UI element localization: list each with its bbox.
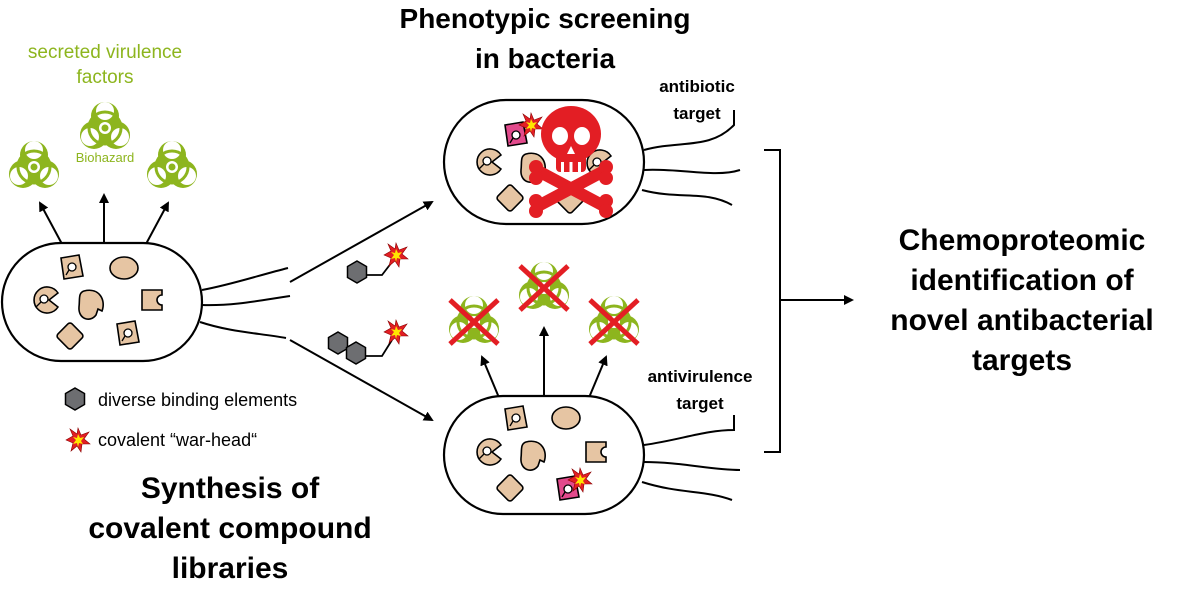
chemoproteomic-line2: identification of — [910, 264, 1134, 297]
secretion-arrow — [480, 355, 501, 401]
chemoproteomic-line3: novel antibacterial — [890, 304, 1153, 337]
legend-warhead-label: covalent “war-head“ — [98, 430, 257, 450]
screening-arrow-down — [289, 339, 434, 421]
antibiotic-target-line1: antibiotic — [659, 77, 735, 96]
screening-title-line1: Phenotypic screening — [400, 3, 691, 34]
antivirulence-target-line2: target — [676, 394, 724, 413]
chemoproteomic-line1: Chemoproteomic — [899, 224, 1146, 257]
compound-single — [346, 242, 409, 284]
virulence-label-line1: secreted virulence — [28, 42, 182, 63]
synthesis-title-line1: Synthesis of — [141, 472, 320, 505]
bracket — [764, 149, 781, 453]
biohazard-icon — [7, 139, 61, 190]
antivirulence-target-line1: antivirulence — [648, 367, 753, 386]
secretion-arrow — [145, 201, 169, 245]
virulence-label-line2: factors — [76, 67, 133, 88]
bacterium-antivirulence — [442, 394, 741, 516]
chemoproteomic-line4: targets — [972, 344, 1072, 377]
compound-double — [327, 319, 409, 365]
biohazard-icon — [78, 100, 132, 151]
bacterium-source — [0, 241, 291, 363]
legend-binding-label: diverse binding elements — [98, 390, 297, 410]
secretion-arrow — [587, 355, 608, 401]
screening-title-line2: in bacteria — [475, 43, 615, 74]
biohazard-icon — [145, 139, 199, 190]
synthesis-title-line3: libraries — [172, 552, 289, 585]
antibiotic-target-line2: target — [673, 104, 721, 123]
synthesis-title-line2: covalent compound — [88, 512, 371, 545]
biohazard-label: Biohazard — [76, 150, 135, 165]
warhead-icon — [65, 427, 91, 453]
skull-crossbones-icon — [529, 106, 613, 218]
screening-arrow-up — [289, 201, 434, 283]
secretion-arrow — [39, 201, 63, 245]
hexagon-icon — [64, 387, 86, 411]
